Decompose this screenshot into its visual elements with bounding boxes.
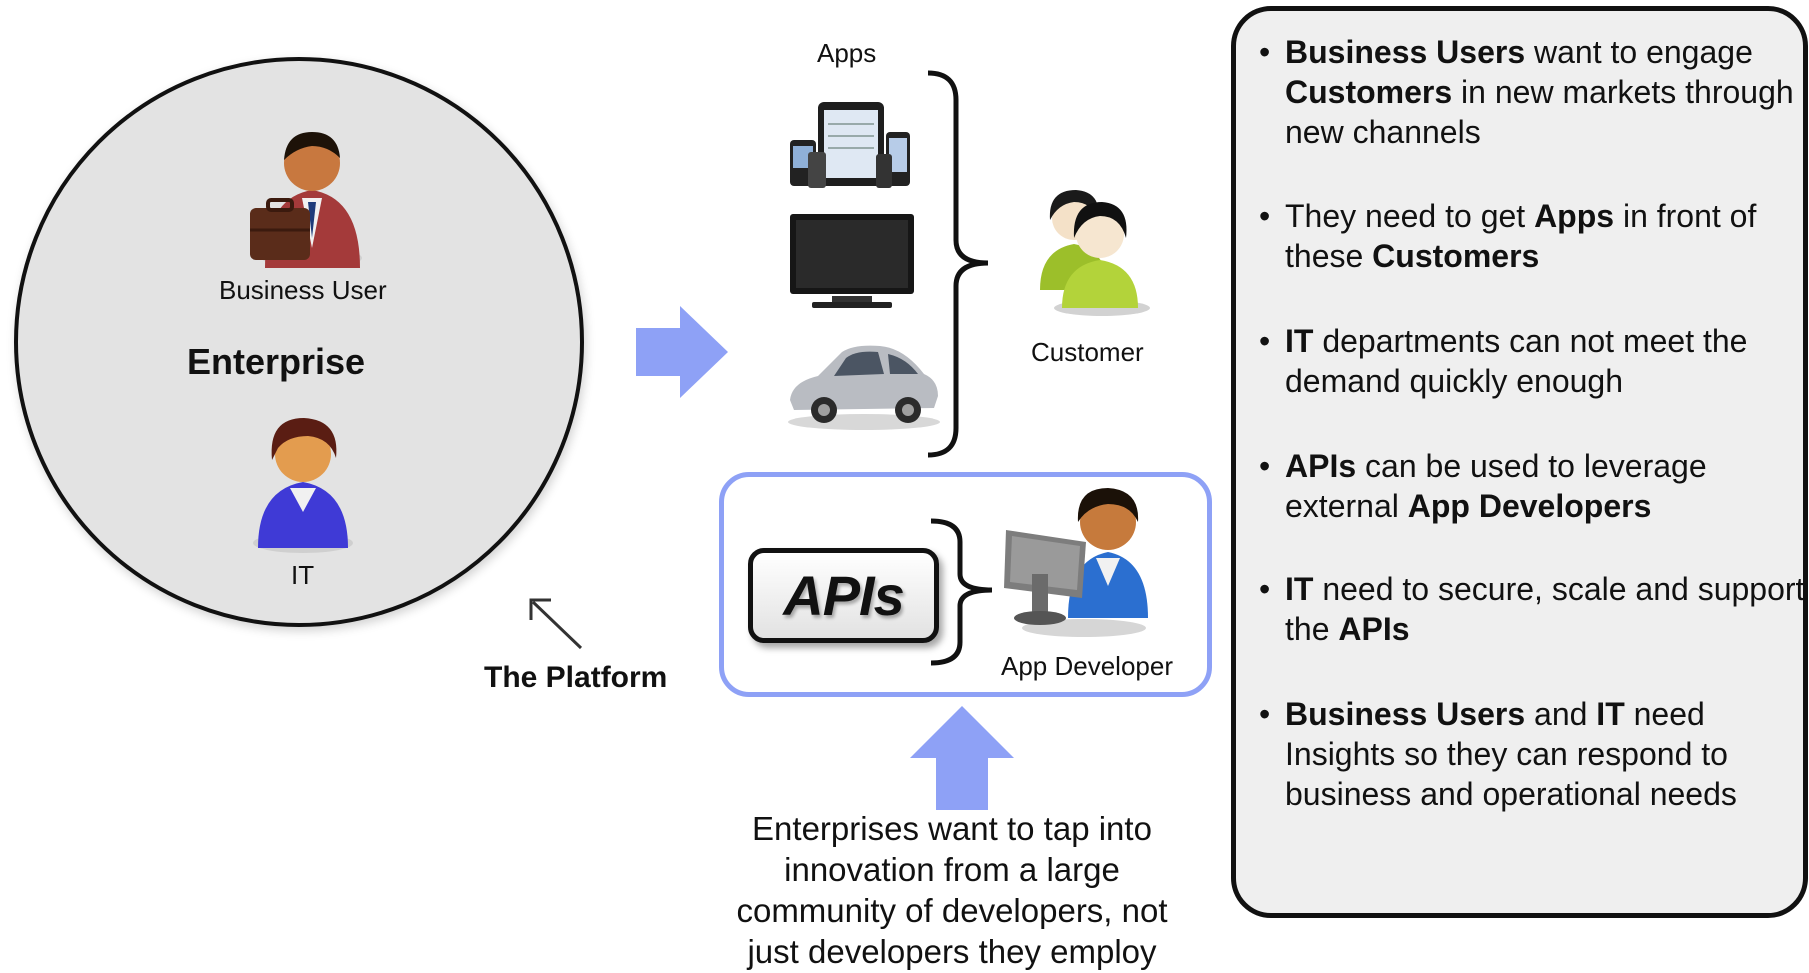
app-developer-label: App Developer (1001, 651, 1173, 681)
business-user-label: Business User (219, 275, 387, 305)
bullet-item: • They need to get Apps in front of thes… (1259, 196, 1805, 276)
bullet-dot: • (1259, 323, 1271, 359)
right-arrow-icon (636, 306, 728, 398)
bullet-bold-text: Apps (1534, 198, 1615, 234)
bullet-item: • Business Users and IT need Insights so… (1259, 694, 1805, 814)
bullet-bold-text: Business Users (1285, 34, 1526, 70)
up-arrow-icon (910, 706, 1014, 810)
it-user-icon (253, 418, 353, 553)
bullet-bold-text: IT (1285, 571, 1314, 607)
community-line: innovation from a large (784, 851, 1120, 888)
bullet-dot: • (1259, 448, 1271, 484)
bullet-bold-text: APIs (1338, 611, 1410, 647)
apis-box: APIs (748, 548, 939, 643)
mobile-devices-image (790, 102, 910, 188)
platform-label: The Platform (484, 661, 668, 694)
bullet-dot: • (1259, 571, 1271, 607)
bullet-bold-text: Customers (1372, 238, 1540, 274)
bullet-text: in front of these (1285, 198, 1757, 274)
bullet-item: • APIs can be used to leverage external … (1259, 446, 1805, 526)
bullet-text: in new markets through new channels (1285, 74, 1794, 150)
bullet-bold-text: Business Users (1285, 696, 1526, 732)
community-line: Enterprises want to tap into (752, 810, 1152, 847)
bullet-item: • IT departments can not meet the demand… (1259, 321, 1805, 401)
bullet-bold-text: IT (1596, 696, 1625, 732)
app-developer-icon (1004, 488, 1148, 637)
bullet-item: • Business Users want to engage Customer… (1259, 32, 1805, 152)
it-label: IT (291, 560, 315, 590)
bullet-dot: • (1259, 198, 1271, 234)
bullet-text: need Insights so they can respond to bus… (1285, 696, 1737, 812)
bullet-dot: • (1259, 696, 1271, 732)
community-line: community of developers, not (736, 892, 1168, 929)
apps-label: Apps (817, 38, 877, 68)
business-user-icon (250, 132, 362, 268)
bullet-text: need to secure, scale and support the (1285, 571, 1805, 647)
bullet-text: and (1525, 696, 1597, 732)
television-image (790, 214, 914, 308)
info-panel (1231, 6, 1808, 918)
customer-icon (1040, 190, 1150, 316)
apis-brace (930, 518, 993, 666)
bullet-bold-text: APIs (1285, 448, 1357, 484)
community-text: Enterprises want to tap into innovation … (700, 808, 1204, 972)
bullet-text: They need to get (1285, 198, 1535, 234)
bullet-text: want to engage (1525, 34, 1753, 70)
bullet-item: • IT need to secure, scale and support t… (1259, 569, 1805, 649)
bullet-text: departments can not meet the demand quic… (1285, 323, 1748, 399)
community-line: just developers they employ (747, 933, 1157, 970)
apps-brace (927, 70, 989, 458)
apis-label: APIs (783, 564, 904, 627)
bullet-bold-text: App Developers (1407, 488, 1652, 524)
bullet-bold-text: IT (1285, 323, 1314, 359)
enterprise-title: Enterprise (187, 341, 366, 382)
platform-pointer-arrow (529, 598, 583, 650)
bullet-text: can be used to leverage external (1285, 448, 1707, 524)
car-image (788, 345, 940, 430)
customer-label: Customer (1031, 337, 1144, 367)
bullet-dot: • (1259, 34, 1271, 70)
bullet-bold-text: Customers (1285, 74, 1453, 110)
